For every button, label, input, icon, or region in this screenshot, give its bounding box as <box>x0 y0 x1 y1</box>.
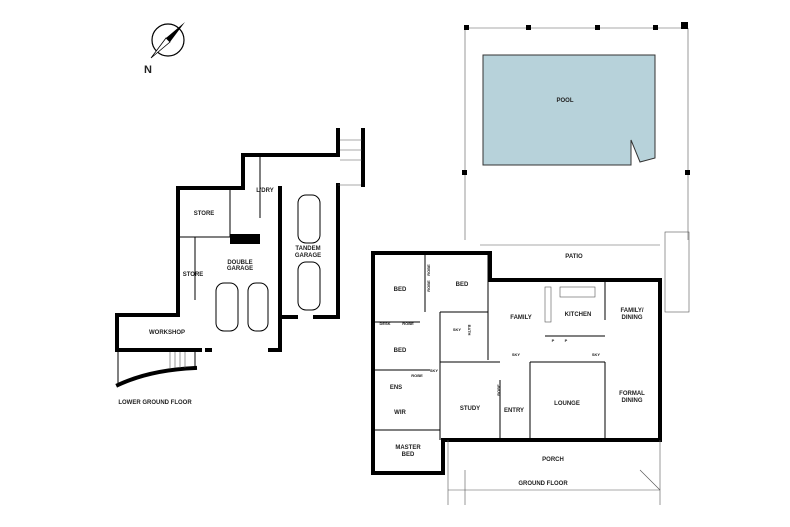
room-label-lounge: LOUNGE <box>554 401 580 407</box>
room-label-formal-dining-2: DINING <box>622 398 643 404</box>
room-label-store-lower: STORE <box>183 272 204 278</box>
room-label-family-dining: FAMILY/ <box>620 308 643 314</box>
room-label-pantry-1: P <box>552 338 555 343</box>
room-label-sky-1: SKY <box>453 327 462 332</box>
room-label-store-upper: STORE <box>194 211 215 217</box>
room-label-bed-1: BED <box>394 287 407 293</box>
room-label-pantry-2: P <box>565 338 568 343</box>
compass-label: N <box>144 64 152 76</box>
pool <box>482 54 656 166</box>
room-label-master-bed: MASTER <box>395 445 421 451</box>
room-label-tandem-garage: TANDEM <box>295 246 320 252</box>
room-label-family: FAMILY <box>510 315 531 321</box>
room-label-entry: ENTRY <box>504 408 524 414</box>
room-label-sky-3: SKY <box>592 352 601 357</box>
room-label-kitchen: KITCHEN <box>565 312 592 318</box>
room-label-porch: PORCH <box>542 457 564 463</box>
room-label-double-garage-2: GARAGE <box>227 266 253 272</box>
car-icons <box>215 194 321 332</box>
room-label-bed-3: BED <box>394 348 407 354</box>
room-label-robe-4: ROBE <box>411 373 423 378</box>
room-label-desk: DESK <box>379 321 390 326</box>
room-label-workshop: WORKSHOP <box>149 330 185 336</box>
room-label-robe-5: ROBE <box>496 384 501 396</box>
ground-floor-walls <box>371 231 690 505</box>
ground-floor-title: GROUND FLOOR <box>518 481 568 487</box>
room-label-robe-3: ROBE <box>402 321 414 326</box>
room-label-patio: PATIO <box>565 254 583 260</box>
room-label-tandem-garage-2: GARAGE <box>295 253 321 259</box>
room-label-bed-2: BED <box>456 282 469 288</box>
room-label-bath: BATH <box>467 325 472 336</box>
room-label-laundry: L'DRY <box>256 188 274 194</box>
room-label-robe-1: ROBE <box>426 264 431 276</box>
room-label-master-bed-2: BED <box>402 452 415 458</box>
north-arrow-icon <box>150 22 185 59</box>
pool-fence <box>462 22 690 240</box>
room-label-ensuite: ENS <box>390 385 402 391</box>
room-label-formal-dining: FORMAL <box>619 391 645 397</box>
room-label-sky-2: SKY <box>512 352 521 357</box>
room-label-sky-4: SKY <box>430 368 439 373</box>
room-label-study: STUDY <box>460 406 480 412</box>
room-label-pool: POOL <box>556 98 573 104</box>
lower-ground-floor-title: LOWER GROUND FLOOR <box>118 400 192 406</box>
lower-ground-floor-walls <box>115 128 365 388</box>
room-label-double-garage: DOUBLE <box>227 260 252 266</box>
room-label-family-dining-2: DINING <box>622 315 643 321</box>
room-label-wir: WIR <box>394 410 406 416</box>
room-label-robe-2: ROBE <box>426 280 431 292</box>
